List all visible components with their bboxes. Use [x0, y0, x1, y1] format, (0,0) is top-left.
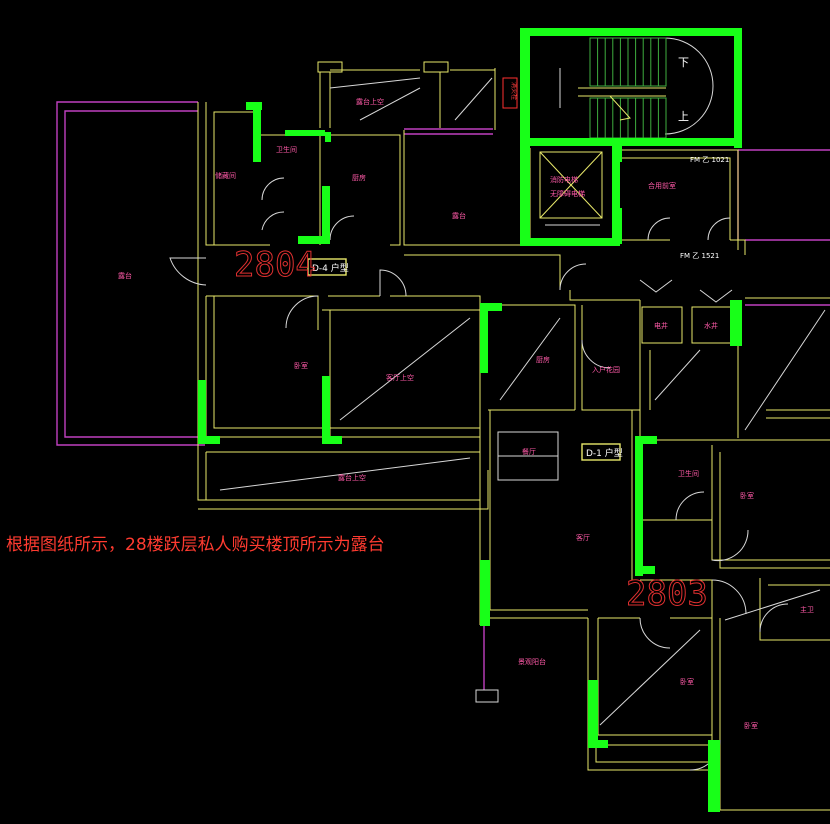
terrace-railing: [56, 101, 830, 690]
label-living: 客厅: [576, 533, 590, 542]
label-stair-up: 上: [678, 110, 689, 123]
walls: [197, 61, 830, 811]
staircase: [578, 37, 667, 139]
label-bedroom-upper: 卧室: [294, 361, 308, 370]
fire-hydrant: [502, 77, 518, 109]
label-fire-hydrant: 消火栓: [510, 82, 518, 100]
upper-unit-tag: D-4 户型: [312, 262, 349, 274]
label-kitchen-mid: 厨房: [536, 355, 550, 364]
label-bedroom-low: 卧室: [680, 677, 694, 686]
label-bath-right: 卫生间: [678, 469, 699, 478]
annotation-caption: 根据图纸所示，28楼跃层私人购买楼顶所示为露台: [6, 535, 385, 555]
lower-unit-tag: D-1 户型: [586, 447, 623, 459]
label-living-above: 客厅上空: [386, 373, 414, 382]
label-terrace-mid: 露台: [452, 211, 466, 220]
label-terrace-above-bottom: 露台上空: [338, 473, 366, 482]
label-lobby: 合用前室: [648, 181, 676, 190]
label-entry-hall: 入户花园: [592, 365, 620, 374]
door-code-b: FM 乙 1521: [680, 252, 719, 260]
unit-number-2804: 2804: [234, 245, 316, 285]
unit-tags: D-4 户型 D-1 户型 FM 乙 1021 FM 乙 1521: [307, 156, 729, 461]
label-master-right: 主卫: [800, 605, 814, 614]
label-shaft-b: 水井: [704, 321, 718, 330]
label-elevator: 消防电梯无障碍电梯: [550, 175, 585, 198]
label-terrace-big: 露台: [118, 271, 132, 280]
unit-number-2803: 2803: [626, 574, 708, 614]
room-labels: 露台 露台 露台上空 露台上空 储藏间 卫生间 厨房 卧室 客厅上空 厨房 入户…: [118, 56, 814, 730]
elevator: [539, 151, 603, 226]
door-code-a: FM 乙 1021: [690, 156, 729, 164]
label-bedroom-right: 卧室: [740, 491, 754, 500]
label-shaft-a: 电井: [654, 321, 668, 330]
label-storage: 储藏间: [215, 171, 236, 180]
unit-numbers: 2804 2803: [234, 245, 709, 615]
label-bedroom-lowright: 卧室: [744, 721, 758, 730]
label-dining: 餐厅: [522, 447, 536, 456]
label-balcony-low: 景观阳台: [518, 657, 546, 666]
label-terrace-above-top: 露台上空: [356, 97, 384, 106]
label-bath-upper: 卫生间: [276, 145, 297, 154]
label-kitchen-upper: 厨房: [352, 173, 366, 182]
details: [169, 37, 826, 771]
label-stair-down: 下: [678, 56, 689, 69]
columns: [198, 28, 742, 812]
